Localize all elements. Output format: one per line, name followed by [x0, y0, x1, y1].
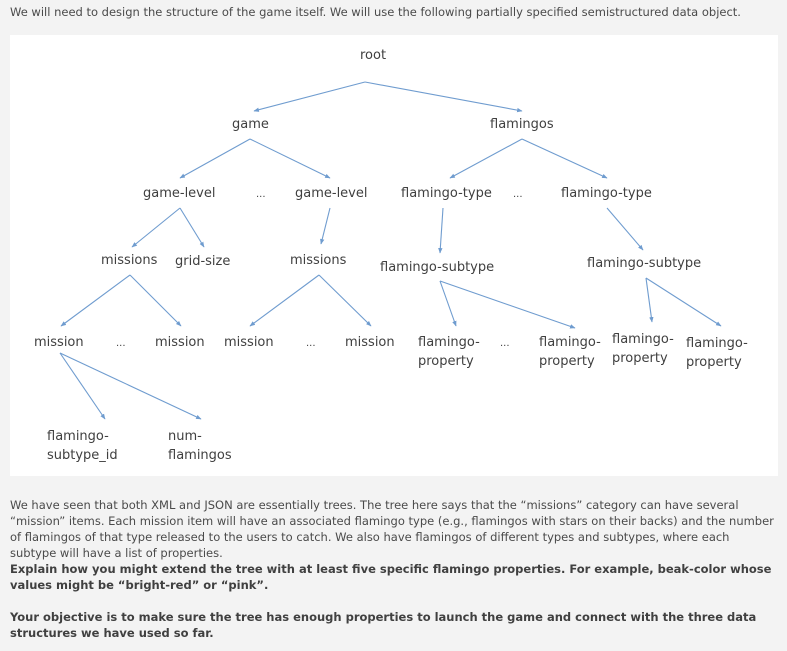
flamingo-property-1-line2: property: [418, 354, 474, 369]
flamingo-property-3-line2: property: [612, 351, 668, 366]
node-game: game: [232, 117, 269, 132]
node-flamingo-property-3: flamingo- property: [612, 330, 674, 368]
ellipsis-flamingo-type: ...: [513, 189, 523, 200]
node-missions-1: missions: [101, 253, 158, 268]
ellipsis-game-level: ...: [256, 189, 266, 200]
edge-root-flamingos: [364, 81, 523, 113]
flamingo-property-2-line1: flamingo-: [539, 335, 601, 350]
edge-level1-gridsize: [179, 207, 205, 248]
intro-text: We will need to design the structure of …: [10, 5, 741, 19]
node-missions-2: missions: [290, 253, 347, 268]
edge-type1-subtype: [438, 207, 444, 254]
node-flamingo-property-2: flamingo- property: [539, 333, 601, 371]
edge-subtype1-prop1: [439, 280, 457, 327]
node-mission-2: mission: [155, 335, 205, 350]
num-flamingos-line2: flamingos: [168, 448, 232, 463]
node-mission-3: mission: [224, 335, 274, 350]
node-game-level-2: game-level: [295, 186, 368, 201]
node-grid-size: grid-size: [175, 254, 231, 269]
ellipsis-mission-1: ...: [116, 338, 126, 349]
paragraph-question: Explain how you might extend the tree wi…: [10, 562, 772, 592]
node-mission-4: mission: [345, 335, 395, 350]
paragraph-objective: Your objective is to make sure the tree …: [10, 610, 757, 640]
edge-type2-subtype: [606, 207, 644, 251]
node-flamingos: flamingos: [490, 117, 554, 132]
node-game-level-1: game-level: [143, 186, 216, 201]
flamingo-property-2-line2: property: [539, 354, 595, 369]
flamingo-property-3-line1: flamingo-: [612, 332, 674, 347]
edge-mission-numflamingos: [59, 352, 202, 420]
num-flamingos-line1: num-: [168, 429, 202, 444]
flamingo-property-1-line1: flamingo-: [418, 335, 480, 350]
edge-flamingos-type1: [449, 138, 523, 179]
ellipsis-mission-2: ...: [306, 338, 316, 349]
node-num-flamingos: num- flamingos: [168, 427, 232, 465]
node-flamingo-property-1: flamingo- property: [418, 333, 480, 371]
tree-edges: [59, 81, 722, 420]
edge-game-level1: [179, 138, 251, 179]
edge-flamingos-type2: [521, 138, 608, 179]
edge-missions2-mission3: [249, 274, 320, 327]
edge-root-game: [253, 81, 366, 112]
edge-subtype1-prop2: [439, 280, 576, 329]
edge-subtype2-prop3: [645, 277, 654, 323]
tree-diagram: root game flamingos game-level ... game-…: [10, 35, 778, 476]
edge-level1-missions: [131, 207, 181, 248]
flamingo-property-4-line1: flamingo-: [686, 336, 748, 351]
node-mission-1: mission: [34, 335, 84, 350]
edge-subtype2-prop4: [645, 277, 722, 327]
node-flamingo-type-2: flamingo-type: [561, 186, 652, 201]
ellipsis-property: ...: [500, 338, 510, 349]
paragraph-explanation: We have seen that both XML and JSON are …: [10, 498, 774, 560]
edge-mission-subtypeid: [59, 352, 106, 420]
flamingo-subtype-id-line1: flamingo-: [47, 429, 109, 444]
edge-level2-missions: [320, 207, 331, 245]
edge-game-level2: [249, 138, 331, 179]
edge-missions2-mission4: [318, 274, 372, 327]
node-flamingo-subtype-2: flamingo-subtype: [587, 256, 702, 271]
flamingo-property-4-line2: property: [686, 355, 742, 370]
node-flamingo-type-1: flamingo-type: [401, 186, 492, 201]
flamingo-subtype-id-line2: subtype_id: [47, 448, 118, 463]
node-root: root: [360, 48, 387, 63]
node-flamingo-property-4: flamingo- property: [686, 334, 748, 372]
node-flamingo-subtype-id: flamingo- subtype_id: [47, 427, 118, 465]
edge-missions1-mission1: [60, 274, 131, 327]
node-flamingo-subtype-1: flamingo-subtype: [380, 260, 495, 275]
edge-missions1-mission2: [129, 274, 182, 327]
